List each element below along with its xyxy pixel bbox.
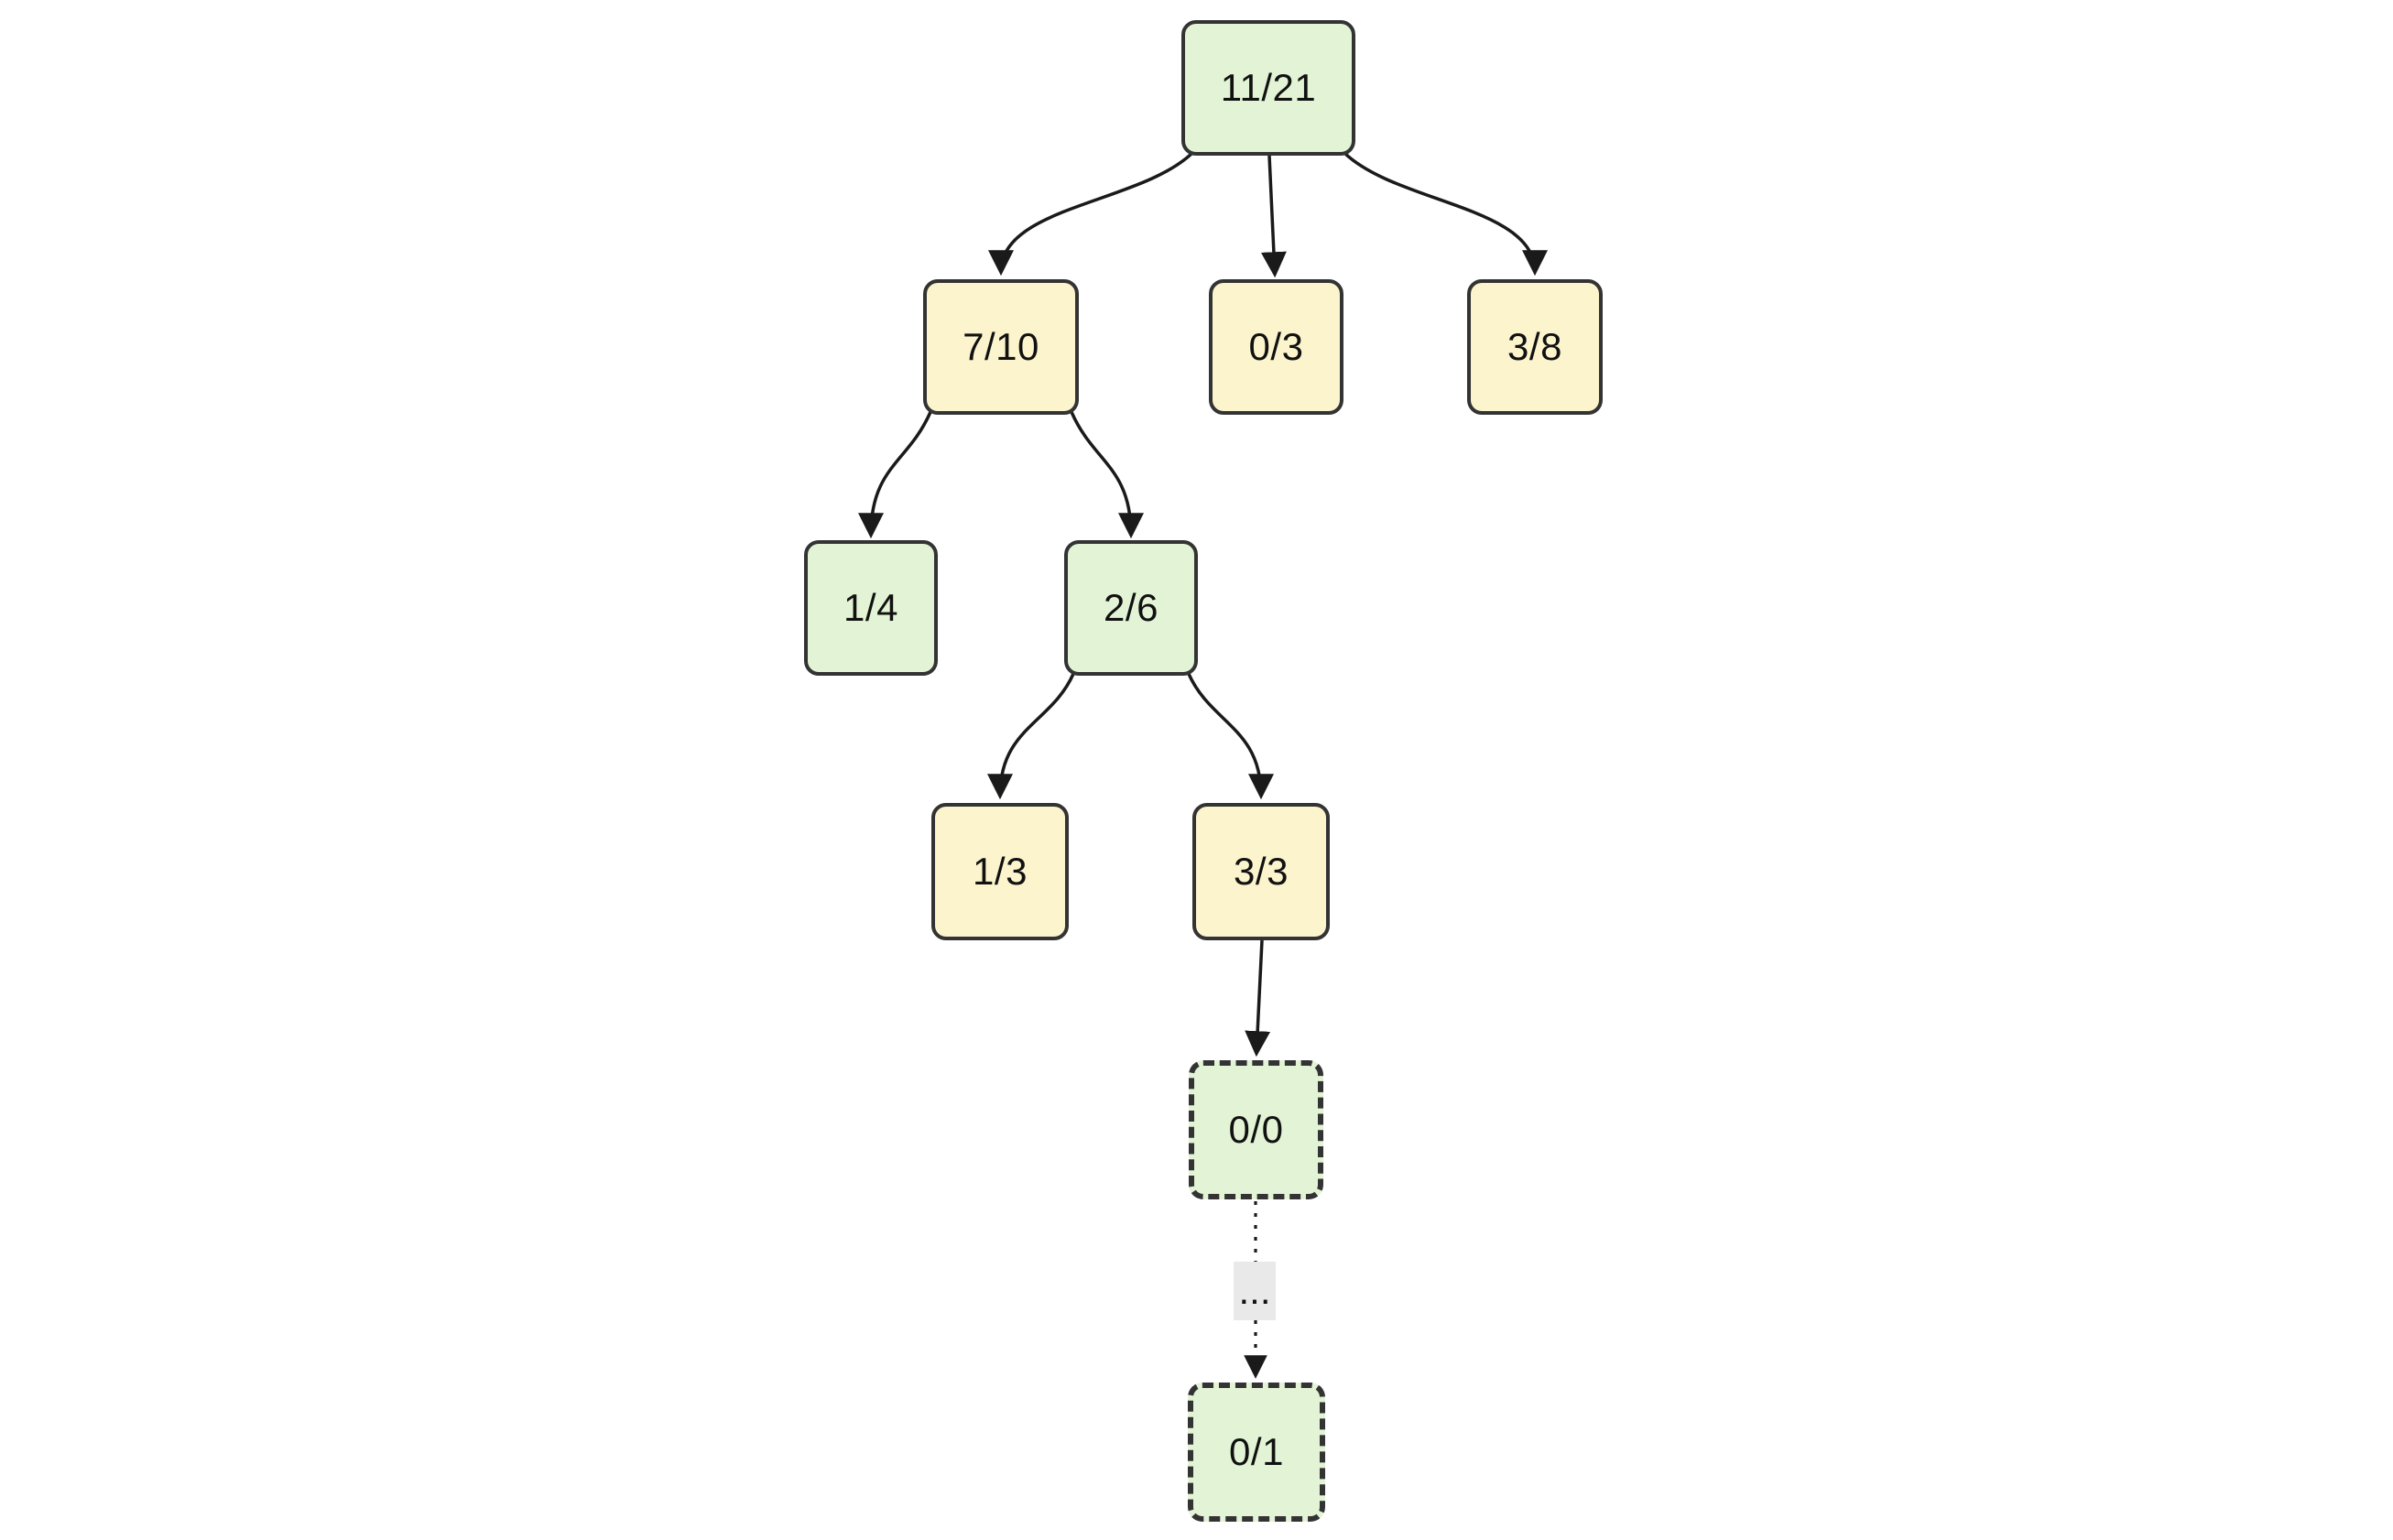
tree-node-2-6: 2/6 xyxy=(1064,540,1198,676)
edge-7-10-to-2-6 xyxy=(1070,411,1144,539)
edge-root-to-7-10 xyxy=(988,151,1194,277)
tree-node-1-4: 1/4 xyxy=(804,540,938,676)
edge-root-to-0-3 xyxy=(1260,155,1287,278)
ellipsis-edge-label: ... xyxy=(1234,1262,1276,1320)
edge-2-6-to-1-3 xyxy=(987,673,1075,800)
tree-node-1-3: 1/3 xyxy=(931,803,1069,940)
tree-node-7-10: 7/10 xyxy=(923,279,1079,415)
edge-2-6-to-3-3 xyxy=(1187,673,1274,800)
edge-7-10-to-1-4 xyxy=(858,411,932,539)
tree-node-0-0: 0/0 xyxy=(1189,1060,1323,1199)
tree-node-3-3: 3/3 xyxy=(1192,803,1330,940)
tree-node-0-3: 0/3 xyxy=(1209,279,1343,415)
tree-node-0-1: 0/1 xyxy=(1188,1383,1325,1522)
tree-node-3-8: 3/8 xyxy=(1467,279,1603,415)
edge-3-3-to-0-0 xyxy=(1245,939,1271,1057)
tree-node-root: 11/21 xyxy=(1181,20,1355,156)
edge-root-to-3-8 xyxy=(1343,151,1548,277)
